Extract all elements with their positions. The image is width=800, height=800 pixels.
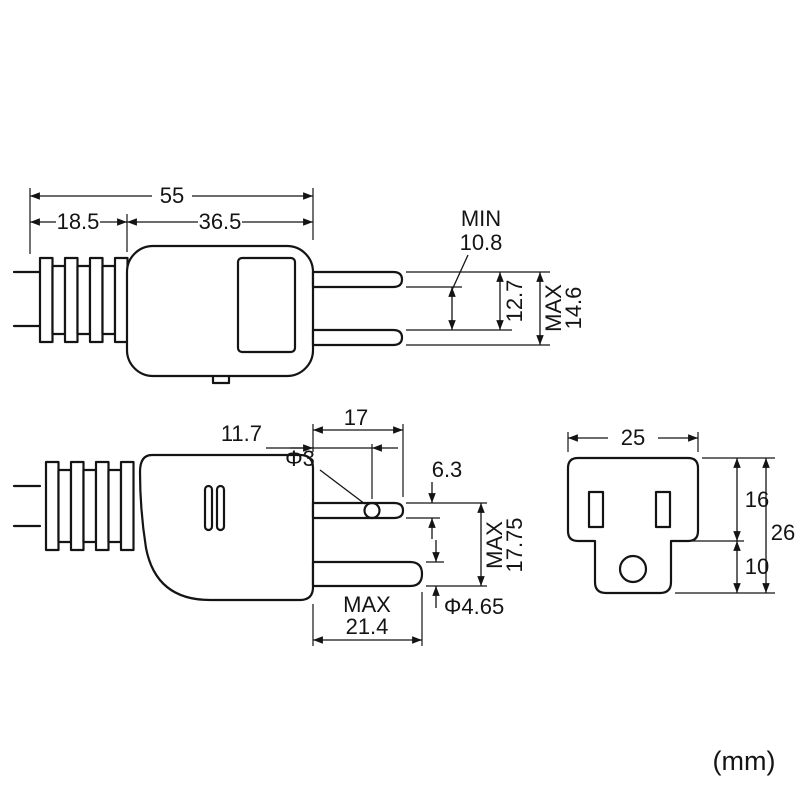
plug-body [125,244,315,378]
dim-hole-offset-label: 11.7 [221,421,262,446]
cable-line [12,270,42,328]
dim-hole-diameter-label: Φ3 [285,446,315,471]
blade-hole [363,501,381,520]
dim-blade-width: 6.3 [406,457,487,539]
cable-line [12,484,42,528]
dim-total-length-label: 55 [160,183,184,208]
dim-total-height: 26 [762,458,795,593]
dim-blade-pitch: 12.7 [496,272,527,330]
flat-blade [311,501,405,520]
blade-extension-lines [406,271,550,346]
unit-label: (mm) [713,746,776,776]
dim-pin-length: MAX 21.4 [312,592,423,646]
dim-width-max-value: 14.6 [561,287,586,330]
body-slot-marks [203,484,226,532]
plug-body [138,453,315,602]
dim-depth-max-label: MAX [482,521,507,569]
socket-view: 25 16 10 26 [566,425,795,595]
dim-width-max-label: MAX [541,284,566,332]
strain-relief [38,256,129,344]
dim-pin-length-max-value: 21.4 [346,614,389,639]
blade-upper [311,270,404,289]
dim-hole-diameter: Φ3 [285,446,366,505]
dim-blade-width-label: 6.3 [432,457,463,482]
dim-blade-pitch-label: 12.7 [502,280,527,323]
round-pin [311,560,424,588]
strain-relief [44,460,135,552]
body-label-panel [236,256,297,354]
dim-pin-diameter-label: Φ4.65 [444,594,504,619]
dim-grip-length-label: 18.5 [57,209,100,234]
slot-left [587,490,605,529]
dim-socket-width: 25 [567,425,699,452]
body-notch [211,374,231,385]
dim-pin-diameter: Φ4.65 [426,540,504,619]
dim-depth-max: MAX 17.75 [426,503,527,587]
bottom-view: 17 11.7 Φ3 6.3 MAX 17.75 [12,405,527,646]
socket-outline [566,456,700,595]
dim-total-height-label: 26 [771,520,795,545]
slot-right [654,490,672,529]
dim-gap-min-label: MIN [461,206,501,231]
dim-blade-gap: MIN 10.8 [448,206,503,330]
dim-tab-height: 10 [675,541,775,594]
ground-hole [618,554,648,584]
dim-pin-length-max-label: MAX [343,592,391,617]
dim-blade-length: 17 11.7 [221,405,404,499]
dim-blade-length-label: 17 [344,405,368,430]
top-view: 55 18.5 36.5 MIN 10.8 12.7 MAX 14.6 [12,183,586,385]
dim-socket-width-label: 25 [621,425,645,450]
dim-lengths: 55 18.5 36.5 [29,183,314,254]
dim-body-length-label: 36.5 [199,209,242,234]
dim-depth-max-value: 17.75 [502,517,527,572]
dim-gap-min-value: 10.8 [460,230,503,255]
dim-blade-span: MAX 14.6 [536,272,586,345]
blade-lower [311,328,404,347]
